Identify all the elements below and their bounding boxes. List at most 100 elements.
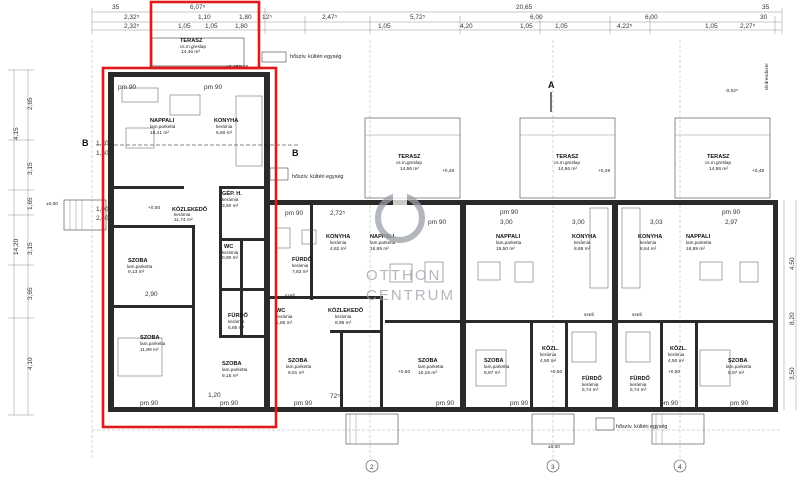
furdo-b-material: kerámia: [292, 263, 309, 268]
szoba-b-material: lam.parketta: [286, 364, 312, 369]
wc-b-area: 1,85 m²: [276, 320, 293, 326]
right-dimensions: 4,50 8,20 3,50 térdrendszer: [764, 63, 797, 410]
terasz-top-material: cs.m.greslap: [180, 44, 206, 49]
terasz-2-level: +0,48: [598, 168, 610, 174]
level-050-b: +0,50: [398, 369, 410, 375]
unit-c: 3,00 3,00 pm 90 NAPPALI lam.parketta 18,…: [418, 207, 609, 412]
dim-r2-1: 2,32⁵: [124, 14, 140, 21]
furdo-b-area: 7,83 m²: [292, 269, 309, 275]
pm90-b3: pm 90: [294, 400, 312, 407]
szell-c: szell.: [584, 312, 595, 318]
furdo-d-material: kerámia: [630, 382, 647, 387]
dim-int-d2: 2,97: [725, 219, 738, 226]
level-050-d: +0,50: [668, 369, 680, 375]
grid-marker-2: 2: [365, 459, 379, 473]
gep-h-area: 3,60 m²: [222, 203, 239, 209]
pm90-a2: pm 90: [204, 84, 222, 91]
furdo-d-name: FÜRDŐ: [630, 375, 651, 382]
nappali-a-name: NAPPALI: [150, 118, 175, 124]
furdo-d-area: 5,74 m²: [630, 387, 647, 393]
furdo-c-area: 5,74 m²: [582, 387, 599, 393]
wc-b-material: kerámia: [276, 314, 293, 319]
terasz-3-area: 14,56 m²: [709, 166, 728, 172]
dim-r3-4: 1,80: [235, 23, 248, 30]
terasz-1-material: cs.m.greslap: [396, 160, 422, 165]
heat-pump-mid-label: hőszív. kültéri egység: [292, 174, 343, 180]
szoba-a1-name: SZOBA: [128, 258, 148, 264]
szoba-c2-area: 8,97 m²: [484, 370, 501, 376]
nappali-c-material: lam.parketta: [496, 240, 522, 245]
walls: [108, 72, 778, 412]
pm90-c1: pm 90: [500, 209, 518, 216]
heat-pump-bottom-label: hőszív. kültéri egység: [616, 424, 667, 430]
terasz-1-area: 14,56 m²: [400, 166, 419, 172]
pm90-c3: pm 90: [510, 400, 528, 407]
entrance-left: ±0,00 1,00 2,40 1,20 1,50: [46, 140, 109, 231]
dim-top-a: 35: [112, 4, 120, 11]
dim-top-b: 6,07⁵: [190, 4, 206, 11]
wc-a-name: WC: [224, 244, 233, 250]
kozl-d-material: kerámia: [668, 352, 685, 357]
kozl-d-name: KÖZL.: [670, 345, 687, 352]
dim-int-c2: 3,00: [572, 219, 585, 226]
terasz-3-level: +0,48: [752, 168, 764, 174]
heat-pump-top-label: hőszív. kültéri egység: [290, 54, 341, 60]
level-050-a: +0,50: [148, 205, 160, 211]
section-b-label: B: [82, 138, 89, 148]
dim-r3-11: 2,27⁵: [740, 23, 756, 30]
nappali-b-area: 16,69 m²: [370, 246, 389, 252]
furdo-a-area: 5,86 m²: [228, 325, 245, 331]
watermark-line1: OTTHON: [366, 267, 441, 284]
dim-r3-9: 4,22⁵: [617, 23, 633, 30]
pm90-b2: pm 90: [428, 219, 446, 226]
dim-right-2: 8,20: [789, 312, 796, 325]
kozlekedo-b-area: 8,96 m²: [335, 320, 352, 326]
watermark: OTTHON CENTRUM: [366, 190, 453, 304]
grid-marker-4-label: 4: [678, 464, 682, 471]
dim-right-1: 4,50: [789, 257, 796, 270]
dim-left-overall: 14,20: [13, 238, 20, 255]
terasz-1-name: TERASZ: [398, 154, 421, 160]
konyha-c-material: kerámia: [574, 240, 591, 245]
dim-r2-7: 6,00: [530, 14, 543, 21]
kozl-c-material: kerámia: [540, 352, 557, 357]
szoba-b-area: 9,61 m²: [288, 370, 305, 376]
pm90-d2: pm 90: [660, 400, 678, 407]
grid-marker-4: 4: [673, 459, 687, 473]
kozl-c-name: KÖZL.: [542, 345, 559, 352]
dim-r3-7: 1,05: [520, 23, 533, 30]
kozlekedo-b-name: KÖZLEKEDŐ: [328, 307, 364, 314]
dim-int-a1: 2,90: [145, 291, 158, 298]
kozlekedo-a-material: kerámia: [174, 212, 191, 217]
terasz-1-level: +0,48: [442, 168, 454, 174]
dim-r3-5: 1,05: [378, 23, 391, 30]
konyha-c-name: KONYHA: [572, 234, 596, 240]
konyha-d-material: kerámia: [640, 240, 657, 245]
pm90-d1: pm 90: [722, 209, 740, 216]
furdo-a-name: FÜRDŐ: [228, 312, 249, 319]
szell-d: szell.: [632, 312, 643, 318]
gep-h-material: kerámia: [222, 197, 239, 202]
furdo-a-material: kerámia: [228, 319, 245, 324]
pm90-b1: pm 90: [285, 210, 303, 217]
dim-r3-10: 1,05: [705, 23, 718, 30]
konyha-a-material: kerámia: [216, 124, 233, 129]
szoba-c2-material: lam.parketta: [484, 364, 510, 369]
terrain-label: térdrendszer: [764, 63, 770, 90]
dim-left-5: 3,15: [27, 242, 34, 255]
szoba-c-name: SZOBA: [418, 358, 438, 364]
dim-left-7: 4,10: [27, 357, 34, 370]
nappali-b-name: NAPPALI: [370, 234, 395, 240]
szoba-c-area: 10,15 m²: [418, 370, 437, 376]
szell-b: szell.: [285, 293, 296, 299]
konyha-b-area: 4,62 m²: [330, 246, 347, 252]
szoba-b-name: SZOBA: [288, 358, 308, 364]
wc-a-area: 0,90 m²: [222, 255, 239, 261]
szoba-a2-area: 11,89 m²: [140, 347, 159, 353]
terasz-3-material: cs.m.greslap: [705, 160, 731, 165]
szoba-a1-area: 9,13 m²: [128, 269, 145, 275]
nappali-a-material: lam.parketta: [150, 124, 176, 129]
pm90-d3: pm 90: [730, 400, 748, 407]
konyha-c-area: 8,66 m²: [574, 246, 591, 252]
